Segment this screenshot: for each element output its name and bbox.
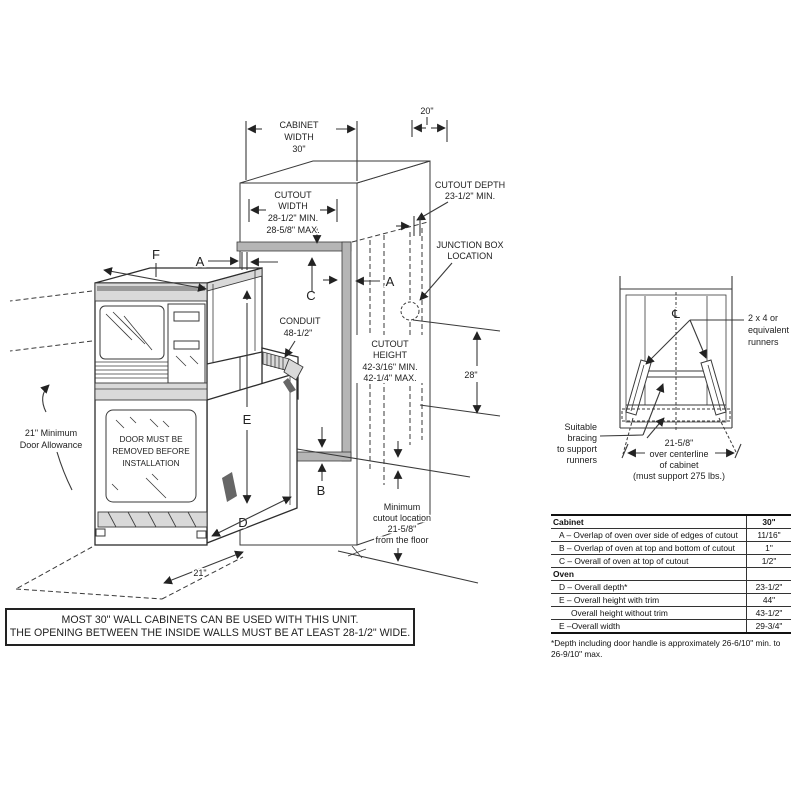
- table-row: B – Overlap of oven at top and bottom of…: [551, 542, 791, 555]
- svg-text:(must support 275 lbs.): (must support 275 lbs.): [633, 471, 725, 481]
- table-row: C – Overall of oven at top of cutout 1/2…: [551, 555, 791, 568]
- svg-text:A: A: [196, 254, 205, 269]
- svg-text:HEIGHT: HEIGHT: [373, 350, 408, 360]
- svg-text:cutout location: cutout location: [373, 513, 431, 523]
- label-conduit: CONDUIT 48-1/2": [276, 314, 326, 358]
- svg-text:21-5/8": 21-5/8": [665, 438, 694, 448]
- svg-text:21-5/8": 21-5/8": [388, 524, 417, 534]
- table-row: E –Overall width 29-3/4": [551, 620, 791, 634]
- svg-text:Suitable: Suitable: [564, 422, 597, 432]
- svg-text:A: A: [386, 274, 395, 289]
- dim-D: D: [211, 496, 292, 537]
- svg-text:CONDUIT: CONDUIT: [280, 316, 321, 326]
- door-hinge: [222, 472, 237, 502]
- svg-text:28-5/8" MAX.: 28-5/8" MAX.: [266, 225, 319, 235]
- label-cutout-height: CUTOUT HEIGHT 42-3/16" MIN. 42-1/4" MAX.: [356, 335, 424, 385]
- svg-text:2 x 4 or: 2 x 4 or: [748, 313, 778, 323]
- table-row: A – Overlap of oven over side of edges o…: [551, 529, 791, 542]
- svg-text:28-1/2" MIN.: 28-1/2" MIN.: [268, 213, 318, 223]
- svg-text:CUTOUT DEPTH: CUTOUT DEPTH: [435, 180, 505, 190]
- label-cutout-depth: CUTOUT DEPTH 23-1/2" MIN.: [396, 179, 507, 236]
- table-row: Overall height without trim 43-1/2": [551, 607, 791, 620]
- dim-F: F: [103, 246, 207, 292]
- dim-C: C: [305, 257, 317, 305]
- svg-text:CABINET: CABINET: [279, 120, 319, 130]
- dim-over-centerline: 21-5/8" over centerline of cabinet (must…: [621, 437, 742, 483]
- svg-text:48-1/2": 48-1/2": [284, 328, 313, 338]
- runner-panel-diagram: ℄ 2 x 4 or equivalent runners Suitable b…: [555, 276, 791, 483]
- door-note-line2: REMOVED BEFORE: [112, 447, 190, 456]
- svg-text:of cabinet: of cabinet: [659, 460, 699, 470]
- oven-door-window: [105, 409, 197, 503]
- note-line1: MOST 30" WALL CABINETS CAN BE USED WITH …: [61, 614, 359, 626]
- dim-cutout-width: CUTOUT WIDTH 28-1/2" MIN. 28-5/8" MAX.: [248, 189, 338, 244]
- junction-box-circle: [400, 301, 420, 321]
- svg-text:21" Minimum: 21" Minimum: [25, 428, 77, 438]
- svg-text:21": 21": [193, 568, 206, 578]
- svg-text:runners: runners: [566, 455, 597, 465]
- svg-text:runners: runners: [748, 337, 779, 347]
- dim-A-mid: A: [323, 273, 396, 291]
- dim-21: 21": [163, 550, 244, 585]
- svg-text:Door Allowance: Door Allowance: [20, 440, 83, 450]
- dim-28: 28": [412, 319, 501, 417]
- svg-text:from the floor: from the floor: [375, 535, 428, 545]
- cabinet-cross-section: ℄: [619, 276, 733, 430]
- svg-text:C: C: [306, 288, 315, 303]
- svg-text:equivalent: equivalent: [748, 325, 790, 335]
- centerline-symbol: ℄: [671, 307, 680, 321]
- svg-text:LOCATION: LOCATION: [447, 251, 492, 261]
- oven-bottom-band: [97, 511, 208, 528]
- conduit-graphic: [262, 351, 304, 393]
- dim-E: E: [241, 290, 253, 504]
- svg-text:30": 30": [292, 144, 305, 154]
- svg-text:F: F: [152, 247, 160, 262]
- svg-text:20": 20": [420, 106, 433, 116]
- table-footnote: *Depth including door handle is approxim…: [551, 638, 781, 659]
- table-header-label: Cabinet: [553, 517, 584, 527]
- table-row: D – Overall depth* 23-1/2": [551, 581, 791, 594]
- svg-text:CUTOUT: CUTOUT: [371, 339, 409, 349]
- svg-text:42-3/16" MIN.: 42-3/16" MIN.: [362, 362, 417, 372]
- dim-A-top: A: [194, 252, 278, 271]
- svg-text:JUNCTION BOX: JUNCTION BOX: [436, 240, 503, 250]
- dim-B: B: [315, 427, 327, 500]
- svg-text:23-1/2" MIN.: 23-1/2" MIN.: [445, 191, 495, 201]
- table-row: E – Overall height with trim 44": [551, 594, 791, 607]
- vent-band: [95, 361, 168, 379]
- label-junction-box: JUNCTION BOX LOCATION: [419, 239, 505, 301]
- label-runners: 2 x 4 or equivalent runners: [645, 312, 791, 365]
- table-section-row: Oven: [551, 568, 791, 581]
- svg-text:bracing: bracing: [567, 433, 597, 443]
- svg-text:over centerline: over centerline: [649, 449, 708, 459]
- door-note-line1: DOOR MUST BE: [119, 435, 183, 444]
- svg-text:B: B: [317, 483, 326, 498]
- label-bracing: Suitable bracing to support runners: [555, 383, 665, 467]
- label-door-allowance: 21" Minimum Door Allowance: [18, 384, 84, 491]
- table-header-row: Cabinet 30": [551, 516, 791, 529]
- floor-lines: [296, 448, 479, 584]
- main-diagram: DOOR MUST BE REMOVED BEFORE INSTALLATION…: [9, 105, 507, 600]
- dim-20: 20": [411, 105, 448, 142]
- svg-text:WIDTH: WIDTH: [284, 132, 314, 142]
- note-line2: THE OPENING BETWEEN THE INSIDE WALLS MUS…: [9, 627, 411, 639]
- svg-text:Minimum: Minimum: [384, 502, 421, 512]
- svg-text:CUTOUT: CUTOUT: [274, 190, 312, 200]
- svg-text:E: E: [243, 412, 252, 427]
- svg-text:28": 28": [464, 370, 477, 380]
- svg-text:to support: to support: [557, 444, 598, 454]
- dim-cabinet-width: CABINET WIDTH 30": [245, 119, 358, 181]
- note-box: MOST 30" WALL CABINETS CAN BE USED WITH …: [5, 608, 415, 646]
- svg-text:42-1/4" MAX.: 42-1/4" MAX.: [363, 373, 416, 383]
- table-header-value: 30": [746, 516, 791, 528]
- microwave-window: [99, 305, 165, 360]
- dim-min-cutout-location: Minimum cutout location 21-5/8" from the…: [371, 441, 433, 562]
- spec-table: Cabinet 30" A – Overlap of oven over sid…: [551, 514, 791, 659]
- door-note-line3: INSTALLATION: [122, 459, 179, 468]
- svg-text:WIDTH: WIDTH: [278, 201, 308, 211]
